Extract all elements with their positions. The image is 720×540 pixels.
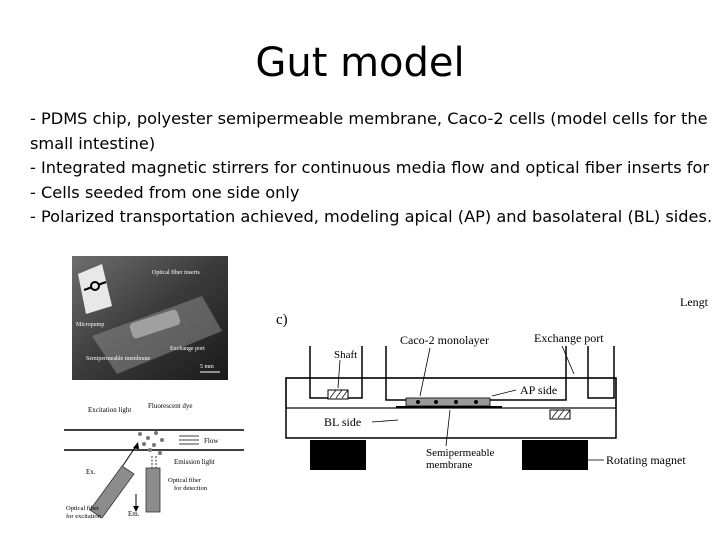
exchange-port-well xyxy=(587,346,615,399)
excitation-arrowhead xyxy=(133,442,139,449)
label-ap-side: AP side xyxy=(520,383,557,397)
label-exchange-port: Exchange port xyxy=(170,346,205,352)
label-micropump: Micropump xyxy=(76,322,104,328)
label-em: Em. xyxy=(128,510,140,518)
label-fiber-excitation: Optical fiber xyxy=(66,505,100,512)
dye-particles xyxy=(134,431,164,455)
scale-label: 5 mm xyxy=(200,364,214,370)
chip-schematic: c) Lengt Shaft Caco-2 monolayer Exchange… xyxy=(276,295,709,471)
detection-fiber xyxy=(145,467,161,513)
label-fluorescent-dye: Fluorescent dye xyxy=(148,402,193,410)
rotating-magnet-right xyxy=(522,440,588,470)
channel xyxy=(129,309,181,339)
label-rotating-magnet: Rotating magnet xyxy=(606,453,686,467)
label-ex: Ex. xyxy=(86,468,96,476)
label-bl-side: BL side xyxy=(324,415,361,429)
bullet-list: - PDMS chip, polyester semipermeable mem… xyxy=(30,107,714,230)
panel-label: c) xyxy=(276,312,288,328)
corner-text: Lengt xyxy=(680,295,709,309)
fiber-detection-diagram: Flow Excitation light Fluorescent dye Em… xyxy=(64,402,244,520)
label-excitation-light: Excitation light xyxy=(88,406,131,414)
label-flow: Flow xyxy=(204,437,219,445)
label-fiber-detection: Optical fiber xyxy=(168,477,202,484)
label-fiber-detection-2: for detection xyxy=(174,485,208,492)
label-shaft: Shaft xyxy=(334,349,357,361)
em-arrowhead xyxy=(133,506,139,512)
label-exchange-port: Exchange port xyxy=(534,331,604,345)
label-caco2: Caco-2 monolayer xyxy=(400,333,489,347)
label-semipermeable-membrane: Semipermeable membrane xyxy=(86,356,150,362)
rotating-magnet-left xyxy=(310,440,366,470)
flow-arrows-icon xyxy=(179,435,199,445)
label-optical-fiber-inserts: Optical fiber inserts xyxy=(152,269,200,276)
label-fiber-excitation-2: for excitation xyxy=(66,513,102,520)
bullet-item: - Polarized transportation achieved, mod… xyxy=(30,207,713,227)
chip-symbol-icon xyxy=(83,281,107,291)
stirrer-bar xyxy=(327,389,349,400)
label-semipermeable: Semipermeable xyxy=(426,447,495,459)
slide-title: Gut model xyxy=(255,40,465,86)
bullet-item: - Cells seeded from one side only xyxy=(30,182,300,202)
stirrer-bar-bl xyxy=(549,409,571,420)
excitation-fiber xyxy=(89,465,135,519)
device-photo: Optical fiber inserts Micropump Exchange… xyxy=(72,256,228,380)
label-membrane: membrane xyxy=(426,459,473,471)
cell-nuclei xyxy=(416,400,478,404)
bullet-item: - Integrated magnetic stirrers for conti… xyxy=(30,158,710,178)
chip-body xyxy=(92,296,222,374)
label-emission-light: Emission light xyxy=(174,458,215,466)
bullet-item: - PDMS chip, polyester semipermeable mem… xyxy=(30,109,708,153)
